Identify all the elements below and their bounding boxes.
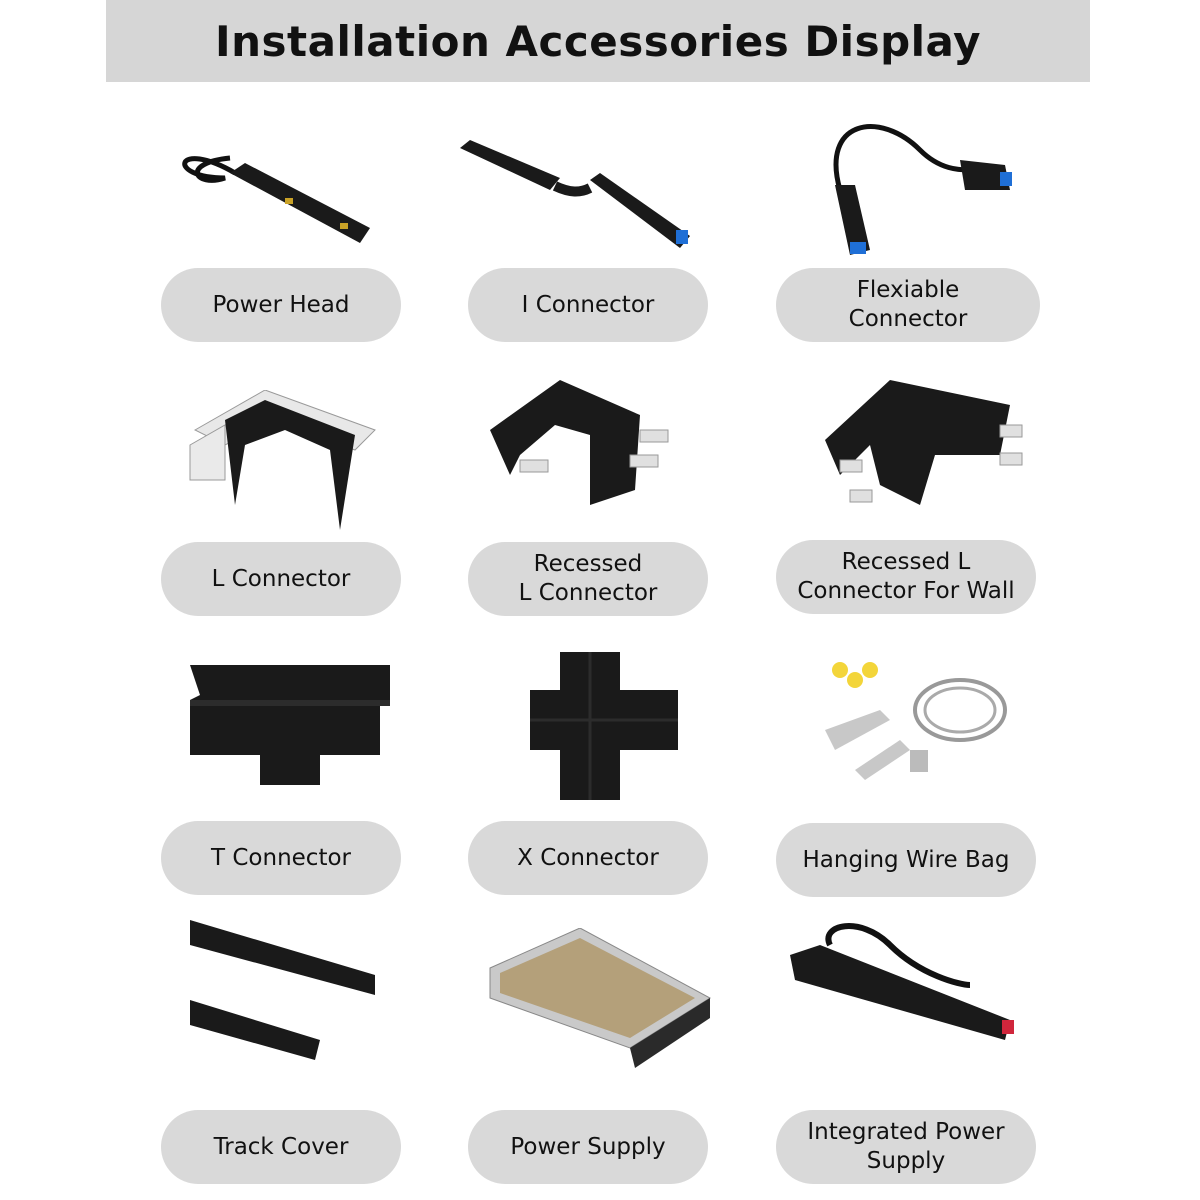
- l-connector-icon: [135, 390, 435, 540]
- t-connector-icon: [135, 655, 435, 805]
- item-label: Recessed L Connector For Wall: [776, 540, 1036, 614]
- item-label: Flexiable Connector: [776, 268, 1040, 342]
- track-cover-icon: [135, 915, 435, 1065]
- recessed-l-connector-icon: [440, 375, 740, 525]
- item-label: T Connector: [161, 821, 401, 895]
- item-label: Recessed L Connector: [468, 542, 708, 616]
- integrated-power-supply-icon: [760, 915, 1060, 1065]
- item-label: Hanging Wire Bag: [776, 823, 1036, 897]
- item-label: Power Supply: [468, 1110, 708, 1184]
- item-label: L Connector: [161, 542, 401, 616]
- item-label: Track Cover: [161, 1110, 401, 1184]
- power-head-icon: [135, 118, 435, 268]
- hanging-wire-bag-icon: [760, 640, 1060, 790]
- item-label: Power Head: [161, 268, 401, 342]
- item-label: Integrated Power Supply: [776, 1110, 1036, 1184]
- x-connector-icon: [440, 650, 740, 800]
- page-title: Installation Accessories Display: [215, 16, 981, 66]
- recessed-l-wall-connector-icon: [760, 375, 1060, 525]
- item-label: X Connector: [468, 821, 708, 895]
- i-connector-icon: [440, 118, 740, 268]
- item-label: I Connector: [468, 268, 708, 342]
- power-supply-icon: [440, 928, 740, 1078]
- flexible-connector-icon: [760, 110, 1060, 260]
- page-header: Installation Accessories Display: [106, 0, 1090, 82]
